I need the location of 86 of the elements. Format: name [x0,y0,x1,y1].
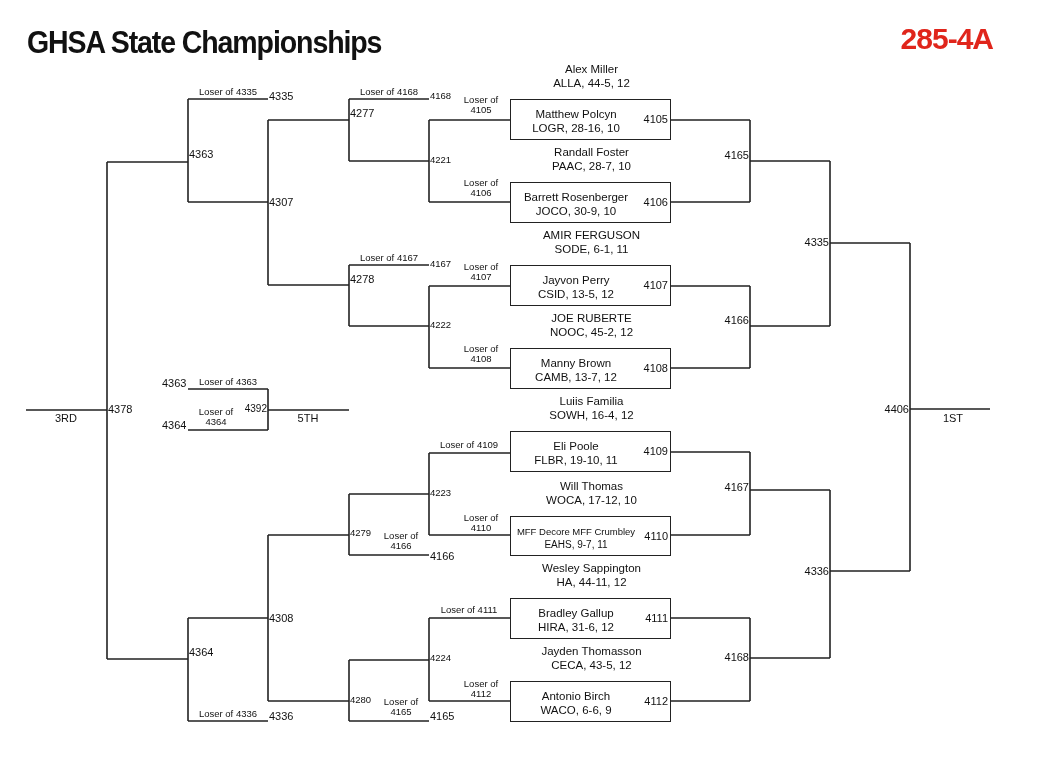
wrestler-name: AMIR FERGUSON [541,229,642,243]
match-number: 4167 [724,481,749,494]
match-number: 4336 [269,710,294,723]
school-record: CSID, 13-5, 12 [536,288,616,302]
school-record: SODE, 6-1, 11 [553,243,630,257]
loser-label: Loser of 4364 [197,407,235,428]
match-number: 4106 [643,196,668,209]
wrestler-name: Bradley Gallup [537,607,615,621]
wrestler-name: Jayvon Perry [541,274,611,288]
match-number: 4221 [430,155,452,166]
match-number: 4223 [430,488,452,499]
match-number: 4336 [804,565,829,578]
match-number: 4278 [350,273,375,286]
match-number: 4167 [430,259,452,270]
match-number: 4112 [644,695,668,708]
wrestler-name: MFF Decore MFF Crumbley [515,527,637,538]
loser-label: Loser of 4167 [358,253,420,264]
school-record: WOCA, 17-12, 10 [545,494,638,508]
title: GHSA State Championships [27,25,382,61]
loser-label: Loser of 4111 [439,605,499,616]
school-record: HA, 44-11, 12 [555,576,628,590]
match-number: 4165 [430,710,455,723]
match-number: 4364 [162,419,187,432]
match-number: 4277 [350,107,375,120]
school-record: CECA, 43-5, 12 [550,659,633,673]
match-number: 4224 [430,653,452,664]
wrestler-name: Will Thomas [558,480,625,494]
loser-label: Loser of 4110 [462,513,500,534]
wrestler-name: Alex Miller [563,63,619,77]
school-record: CAMB, 13-7, 12 [534,371,618,385]
match-number: 4107 [643,279,668,292]
loser-label: Loser of 4108 [462,344,500,365]
school-record: SOWH, 16-4, 12 [548,409,635,423]
match-number: 4168 [430,91,452,102]
place-label: 3RD [54,412,78,425]
wrestler-name: Matthew Polcyn [534,108,618,122]
wrestler-name: Barrett Rosenberger [522,191,630,205]
school-record: LOGR, 28-16, 10 [531,122,621,136]
school-record: JOCO, 30-9, 10 [534,205,618,219]
match-number: 4109 [643,445,668,458]
wrestler-name: JOE RUBERTE [550,312,633,326]
match-number: 4222 [430,320,452,331]
loser-label: Loser of 4166 [382,531,420,552]
wrestler-name: Jayden Thomasson [540,645,643,659]
match-number: 4335 [804,236,829,249]
school-record: PAAC, 28-7, 10 [550,160,633,174]
match-number: 4307 [269,196,294,209]
match-number: 4168 [724,651,749,664]
loser-label: Loser of 4165 [382,697,420,718]
match-number: 4279 [350,528,372,539]
loser-label: Loser of 4112 [462,679,500,700]
school-record: FLBR, 19-10, 11 [533,454,619,468]
loser-label: Loser of 4109 [438,440,500,451]
wrestler-name: Randall Foster [553,146,630,160]
loser-label: Loser of 4106 [462,178,500,199]
match-number: 4392 [244,403,267,415]
weight-class-heading: 285-4A [900,22,993,57]
match-number: 4378 [108,403,133,416]
match-number: 4308 [269,612,294,625]
match-number: 4166 [430,550,455,563]
place-label: 1ST [941,412,965,425]
match-number: 4110 [644,530,668,543]
school-record: WACO, 6-6, 9 [539,704,613,718]
wrestler-name: Eli Poole [552,440,600,454]
match-number: 4111 [645,612,668,625]
loser-label: Loser of 4107 [462,262,500,283]
match-number: 4364 [189,646,214,659]
match-number: 4280 [350,695,372,706]
wrestler-name: Wesley Sappington [541,562,642,576]
match-number: 4335 [269,90,294,103]
loser-label: Loser of 4105 [462,95,500,116]
school-record: EAHS, 9-7, 11 [543,539,609,551]
school-record: NOOC, 45-2, 12 [548,326,635,340]
match-number: 4166 [724,314,749,327]
match-number: 4363 [162,377,187,390]
match-number: 4165 [724,149,749,162]
school-record: HIRA, 31-6, 12 [536,621,616,635]
match-number: 4108 [643,362,668,375]
school-record: ALLA, 44-5, 12 [552,77,631,91]
match-number: 4363 [189,148,214,161]
match-number: 4406 [884,403,909,416]
wrestler-name: Luiis Familia [558,395,625,409]
match-number: 4105 [643,113,668,126]
wrestler-name: Antonio Birch [540,690,612,704]
place-label: 5TH [296,412,320,425]
wrestler-name: Manny Brown [539,357,613,371]
